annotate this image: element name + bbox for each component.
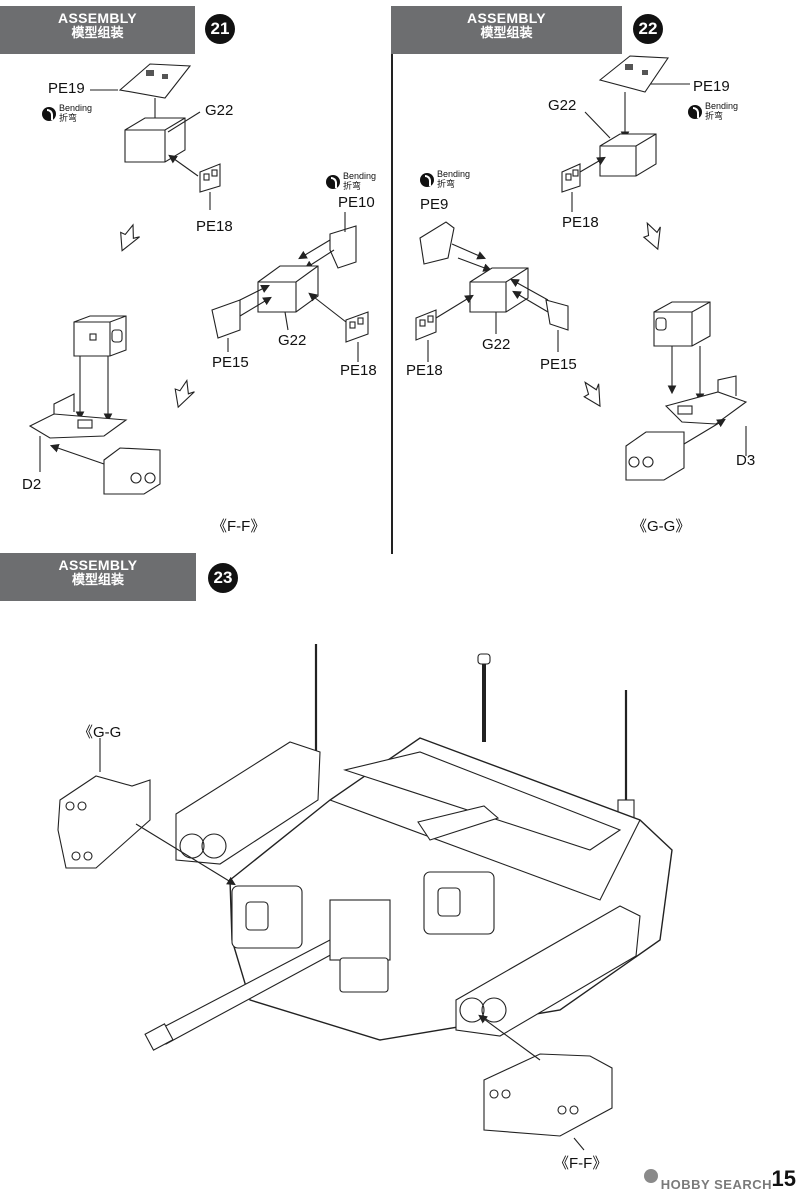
gg-block (653, 301, 711, 347)
step22-number: 22 (633, 14, 663, 44)
bending-label: Bending (343, 171, 377, 181)
part-pe10: PE10 (338, 194, 375, 211)
bending-icon (326, 174, 340, 189)
banner-subtitle: 模型组装 (71, 25, 124, 41)
part-pe18: PE18 (196, 218, 233, 235)
bending-label-cn: 折弯 (437, 178, 456, 189)
part-g22: G22 (205, 102, 234, 119)
column-divider (391, 6, 393, 554)
step21-number: 21 (205, 14, 235, 44)
step23-drawing (57, 644, 673, 1151)
part-g22: G22 (548, 97, 577, 114)
banner-subtitle: 模型组装 (71, 572, 124, 588)
g22-box-middle-22 (469, 267, 529, 313)
flow-arrow (120, 223, 140, 252)
ff-block (73, 315, 127, 357)
banner-title: ASSEMBLY (58, 10, 137, 26)
subassembly-label-gg: 《G-G (78, 724, 122, 741)
part-pe15: PE15 (212, 354, 249, 371)
part-pe18: PE18 (340, 362, 377, 379)
subassembly-label: 《G-G》 (632, 518, 691, 535)
part-d3: D3 (736, 452, 756, 469)
gg-lamp (625, 431, 685, 481)
step23-number: 23 (208, 563, 238, 593)
bending-label: Bending (437, 169, 471, 179)
part-pe19: PE19 (48, 80, 85, 97)
bending-icon (420, 172, 434, 187)
pe18-middle (345, 311, 369, 343)
part-g22: G22 (278, 332, 307, 349)
part-pe9: PE9 (420, 196, 449, 213)
banner-title: ASSEMBLY (467, 10, 546, 26)
bending-label: Bending (705, 101, 739, 111)
right-launcher (455, 905, 641, 1037)
part-pe18: PE18 (562, 214, 599, 231)
pe19-plate-22 (598, 55, 670, 93)
pe18-top (199, 163, 221, 193)
part-d2: D2 (22, 476, 42, 493)
step23-banner: ASSEMBLY 模型组装 (0, 553, 196, 601)
step22-banner: ASSEMBLY 模型组装 (391, 6, 622, 54)
d3-base (664, 391, 748, 425)
bending-label-cn: 折弯 (343, 180, 362, 191)
pe10-part (329, 225, 357, 269)
left-launcher (175, 741, 321, 865)
bending-label-cn: 折弯 (59, 112, 78, 123)
part-pe15: PE15 (540, 356, 577, 373)
hobby-search-logo-icon (644, 1169, 658, 1183)
banner-title: ASSEMBLY (58, 557, 138, 573)
part-pe18: PE18 (406, 362, 443, 379)
step21-banner: ASSEMBLY 模型组装 (0, 6, 195, 54)
banner-subtitle: 模型组装 (480, 25, 533, 41)
right-sensor (423, 871, 495, 935)
watermark-text: HOBBY SEARCH (660, 1177, 772, 1192)
g22-box-top (124, 117, 186, 163)
pe19-plate (118, 63, 192, 99)
left-sensor (231, 885, 303, 949)
bending-label-cn: 折弯 (705, 110, 724, 121)
pe18-middle-22 (415, 309, 437, 341)
ff-lamp (103, 447, 161, 495)
pe9-part (419, 221, 455, 265)
part-g22: G22 (482, 336, 511, 353)
gg-piece-23 (57, 775, 151, 869)
g22-box-top-22 (599, 133, 657, 177)
page-number: 15 (771, 1166, 796, 1191)
step22-drawing (415, 55, 748, 481)
bending-icon (42, 106, 56, 121)
bending-icon (688, 104, 702, 119)
subassembly-label-ff: 《F-F》 (554, 1155, 608, 1172)
pe15-part (211, 299, 241, 339)
bending-label: Bending (59, 103, 93, 113)
ff-piece-23 (483, 1053, 613, 1137)
step21-drawing (28, 63, 369, 495)
subassembly-label: 《F-F》 (212, 518, 266, 535)
pe15-part-22 (545, 299, 569, 331)
part-pe19: PE19 (693, 78, 730, 95)
